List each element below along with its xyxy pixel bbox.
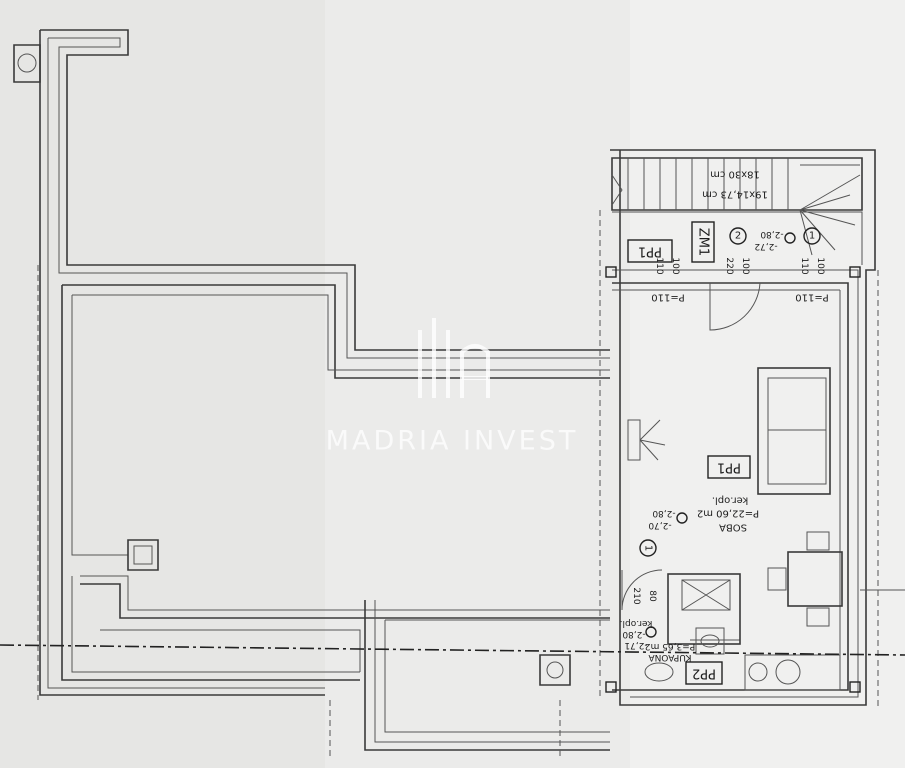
tag-pp2: PP2 bbox=[685, 661, 723, 685]
soba-name: SOBA bbox=[719, 522, 747, 533]
door-swings bbox=[621, 282, 761, 641]
tv-unit bbox=[627, 419, 666, 461]
watermark-brand: MADRIA INVEST bbox=[326, 426, 579, 457]
marker-bottom-text: 1 bbox=[643, 545, 654, 551]
tag-zm1-text: ZM1 bbox=[696, 228, 711, 256]
kupaona-level-a: -2,80 bbox=[622, 629, 646, 639]
stairs-label-a: 18x30 cm bbox=[710, 169, 760, 180]
soba-floor: ker.opl. bbox=[712, 495, 748, 506]
kupaona-area: P=3,65 m2 bbox=[645, 641, 695, 651]
tag-pp2-text: PP2 bbox=[692, 666, 716, 681]
door-mid-height: 100 bbox=[740, 257, 750, 274]
bath-door-width: 80 bbox=[647, 590, 657, 602]
stairs-label-b: 19x14,73 cm bbox=[702, 189, 768, 200]
soba-level-a: -2,80 bbox=[652, 508, 676, 518]
tag-zm1: ZM1 bbox=[691, 221, 715, 263]
sill-right: P=110 bbox=[795, 292, 829, 303]
tag-pp1-room: PP1 bbox=[707, 455, 751, 479]
sheet-left bbox=[0, 0, 325, 768]
door-left-width: 110 bbox=[654, 257, 664, 274]
sill-left: P=110 bbox=[651, 292, 685, 303]
marker-2-text: 2 bbox=[735, 231, 741, 242]
section-axis bbox=[0, 644, 905, 656]
stairs-level-a: -2,80 bbox=[760, 229, 784, 239]
kupaona-floor: ker.opl. bbox=[620, 618, 653, 628]
kupaona-level-b: -2,71 bbox=[624, 640, 647, 650]
staircase bbox=[611, 157, 863, 265]
dining-table bbox=[767, 531, 843, 627]
marker-1: 1 bbox=[803, 227, 821, 245]
marker-1-text: 1 bbox=[809, 231, 815, 242]
annotations: 18x30 cm 19x14,73 cm -2,80 -2,72 110 100… bbox=[620, 169, 829, 663]
sofa bbox=[757, 367, 831, 495]
soba-level-b: -2,70 bbox=[648, 520, 672, 530]
bathroom-fixtures bbox=[644, 573, 841, 691]
marker-bottom: 1 bbox=[639, 539, 657, 557]
door-mid-width: 220 bbox=[724, 257, 734, 274]
bath-door-height: 210 bbox=[631, 587, 641, 604]
level-markers bbox=[645, 232, 796, 638]
tag-pp1-top: PP1 bbox=[627, 239, 673, 263]
stairs-level-b: -2,72 bbox=[754, 241, 777, 251]
door-right-width: 110 bbox=[799, 257, 809, 274]
tag-pp1-room-text: PP1 bbox=[717, 460, 741, 475]
apartment-walls bbox=[599, 149, 905, 710]
brand-logo-icon bbox=[418, 318, 490, 398]
sheet-middle bbox=[325, 0, 630, 768]
tag-pp1-top-text: PP1 bbox=[638, 244, 662, 259]
marker-2: 2 bbox=[729, 227, 747, 245]
door-left-height: 100 bbox=[670, 257, 680, 274]
door-right-height: 100 bbox=[815, 257, 825, 274]
kupaona-name: KUPAONA bbox=[648, 652, 692, 662]
terrace-walls bbox=[13, 29, 610, 760]
soba-area: P=22,60 m2 bbox=[697, 508, 759, 519]
